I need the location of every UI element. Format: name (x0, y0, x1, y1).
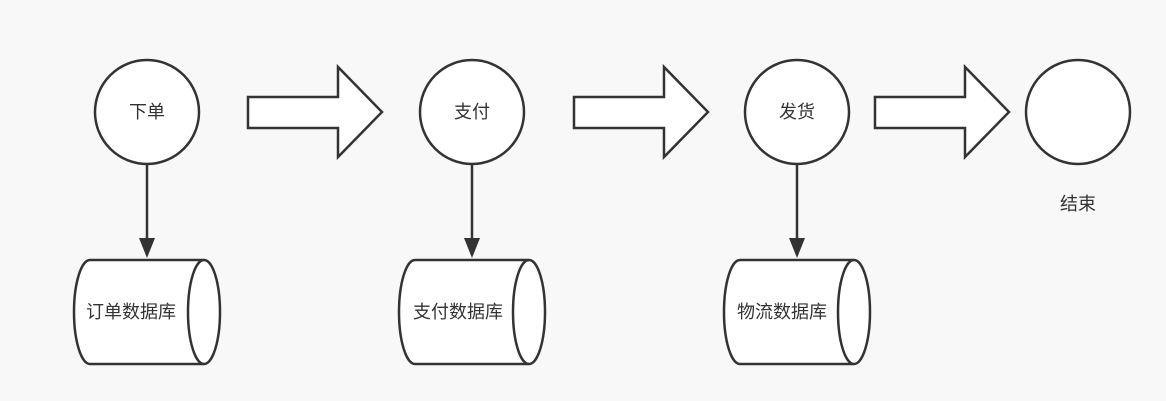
step-node-ship: 发货 (743, 58, 851, 166)
step-label-pay: 支付 (454, 102, 490, 123)
database-label-logistics: 物流数据库 (737, 302, 827, 323)
step-node-order: 下单 (93, 58, 201, 166)
connector-arrow-pay-db (464, 164, 480, 258)
connector-arrow-order-db (139, 164, 155, 258)
block-arrow-3 (873, 63, 1011, 161)
database-label-pay: 支付数据库 (413, 302, 503, 323)
connector-arrow-ship-db (789, 164, 805, 258)
end-label: 结束 (1060, 194, 1096, 215)
step-label-order: 下单 (129, 102, 165, 123)
block-arrow-1 (246, 63, 384, 161)
database-label-order: 订单数据库 (86, 302, 176, 323)
block-arrow-2 (572, 63, 710, 161)
database-order: 订单数据库 (72, 258, 222, 366)
database-pay: 支付数据库 (397, 258, 547, 366)
database-logistics: 物流数据库 (722, 258, 872, 366)
step-node-end (1024, 58, 1132, 166)
step-label-ship: 发货 (779, 102, 815, 123)
step-node-pay: 支付 (418, 58, 526, 166)
